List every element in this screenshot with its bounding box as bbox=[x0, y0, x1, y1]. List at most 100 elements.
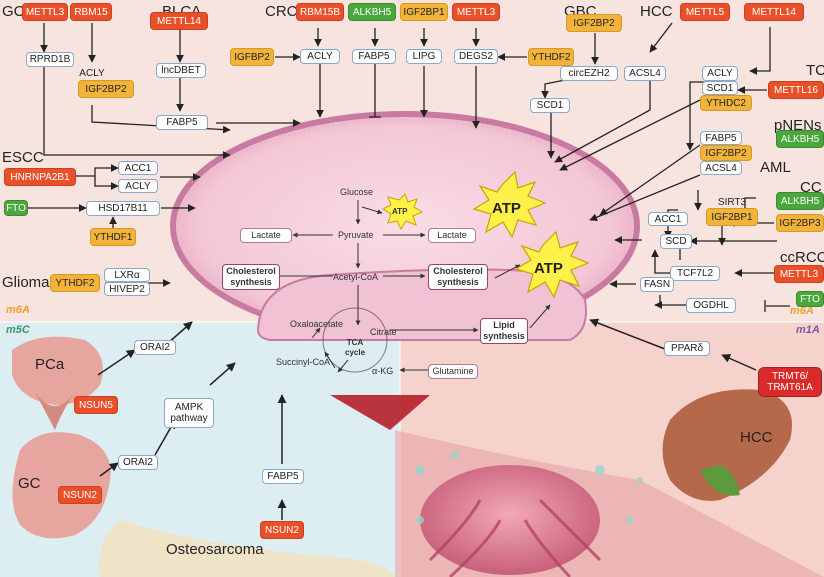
reg-fto-aml: FTO bbox=[796, 291, 824, 307]
target-scd: SCD bbox=[660, 234, 692, 249]
liver-icon bbox=[662, 389, 792, 501]
target-acsl4-hcc: ACSL4 bbox=[624, 66, 666, 81]
atp-burst-small bbox=[381, 193, 424, 231]
target-fabp5-blca: FABP5 bbox=[156, 115, 208, 130]
region-escc: ESCC bbox=[2, 149, 44, 166]
target-scd1-tc: SCD1 bbox=[702, 81, 738, 95]
reg-igf2bp2-gbc: IGF2BP2 bbox=[566, 14, 622, 32]
region-gc-stomach: GC bbox=[18, 475, 41, 492]
reg-mettl5: METTL5 bbox=[680, 3, 730, 21]
reg-trmt6-trmt61a: TRMT6/ TRMT61A bbox=[758, 367, 822, 397]
oxaloacetate: Oxaloacetate bbox=[290, 319, 344, 329]
reg-igf2bp2-gc: IGF2BP2 bbox=[78, 80, 134, 98]
reg-hnrnpa2b1: HNRNPA2B1 bbox=[4, 168, 76, 186]
region-osteosarcoma: Osteosarcoma bbox=[166, 541, 264, 558]
pyruvate: Pyruvate bbox=[338, 230, 374, 240]
reg-mettl3-ccrcc: METTL3 bbox=[774, 265, 824, 283]
region-pca: PCa bbox=[35, 356, 65, 373]
atp-small: ATP bbox=[392, 207, 408, 216]
reg-nsun2-gc: NSUN2 bbox=[58, 486, 102, 504]
acetyl-coa: Acetyl-CoA bbox=[333, 272, 379, 282]
target-acc1-cc: ACC1 bbox=[648, 212, 688, 226]
reg-igf2bp1-cc: IGF2BP1 bbox=[706, 208, 758, 226]
target-lxra: LXRα bbox=[104, 268, 150, 282]
target-acly-escc: ACLY bbox=[118, 179, 158, 193]
region-ccrcc: ccRCC bbox=[780, 249, 824, 266]
reg-alkbh5-crc: ALKBH5 bbox=[348, 3, 396, 21]
atp-burst-2 bbox=[514, 230, 590, 299]
target-circezh2: circEZH2 bbox=[560, 66, 618, 81]
target-lncdbet: lncDBET bbox=[156, 63, 206, 78]
region-crc: CRC bbox=[265, 3, 298, 20]
reg-igf2bp3: IGF2BP3 bbox=[776, 214, 824, 232]
reg-alkbh5-pnens: ALKBH5 bbox=[776, 130, 824, 148]
reg-igf2bp1-crc: IGF2BP1 bbox=[400, 3, 448, 21]
reg-ythdf2-glioma: YTHDF2 bbox=[50, 274, 100, 292]
target-degs2: DEGS2 bbox=[454, 49, 498, 64]
citrate: Citrate bbox=[370, 327, 397, 337]
target-tcf7l2: TCF7L2 bbox=[670, 266, 720, 281]
atp-burst-1 bbox=[472, 170, 547, 239]
region-aml: AML bbox=[760, 159, 791, 176]
atp-big-2: ATP bbox=[534, 260, 563, 277]
region-pnens: pNENs bbox=[774, 117, 822, 134]
tag-m6a-left: m6A bbox=[6, 304, 30, 316]
region-hcc-liver: HCC bbox=[740, 429, 773, 446]
reg-mettl14-blca: METTL14 bbox=[150, 12, 208, 30]
region-cc: CC bbox=[800, 179, 822, 196]
target-acc1-escc: ACC1 bbox=[118, 161, 158, 175]
target-fabp5-os: FABP5 bbox=[262, 469, 304, 484]
reg-igf2bp2-pnens: IGF2BP2 bbox=[700, 145, 752, 161]
reg-nsun2-os: NSUN2 bbox=[260, 521, 304, 539]
target-lipg: LIPG bbox=[406, 49, 442, 64]
target-orai2-pca: ORAI2 bbox=[134, 340, 176, 355]
glutamine: Glutamine bbox=[428, 364, 478, 379]
region-tc: TC bbox=[806, 62, 824, 79]
lactate-right: Lactate bbox=[428, 228, 476, 243]
bone-icon bbox=[99, 520, 396, 577]
target-acly-crc: ACLY bbox=[300, 49, 340, 64]
region-gc: GC bbox=[2, 3, 25, 20]
reg-ythdc2: YTHDC2 bbox=[700, 95, 752, 111]
target-scd1-gbc: SCD1 bbox=[530, 98, 570, 113]
tag-m6a-right: m6A bbox=[790, 305, 814, 317]
lipid-synthesis: Lipid synthesis bbox=[480, 318, 528, 344]
lactate-left: Lactate bbox=[240, 228, 292, 243]
tca-cycle: TCA cycle bbox=[345, 338, 366, 357]
tumor-icon bbox=[420, 465, 600, 575]
reg-rbm15: RBM15 bbox=[70, 3, 112, 21]
cholesterol-left: Cholesterol synthesis bbox=[222, 264, 280, 290]
stomach-icon bbox=[12, 432, 111, 539]
region-hcc-top: HCC bbox=[640, 3, 673, 20]
target-sirt3: SIRT3 bbox=[717, 196, 747, 208]
target-orai2-gc: ORAI2 bbox=[118, 455, 158, 470]
alpha-kg: α-KG bbox=[372, 366, 394, 376]
prostate-icon bbox=[12, 336, 103, 405]
target-fasn: FASN bbox=[640, 277, 674, 292]
target-fabp5-pnens: FABP5 bbox=[700, 131, 742, 145]
reg-mettl3-crc: METTL3 bbox=[452, 3, 500, 21]
target-acsl4-aml: ACSL4 bbox=[700, 161, 742, 175]
cholesterol-right: Cholesterol synthesis bbox=[428, 264, 488, 290]
target-ppard: PPARδ bbox=[664, 341, 710, 356]
zoom-wedge bbox=[330, 395, 430, 430]
reg-ythdf1: YTHDF1 bbox=[90, 228, 136, 246]
tag-m5c: m5C bbox=[6, 324, 30, 336]
glucose: Glucose bbox=[340, 187, 374, 197]
reg-igfbp2: IGFBP2 bbox=[230, 48, 274, 66]
reg-fto-escc: FTO bbox=[4, 200, 28, 216]
reg-ythdf2-gbc: YTHDF2 bbox=[528, 48, 574, 66]
succinyl-coa: Succinyl-CoA bbox=[276, 357, 331, 367]
reg-alkbh5-cc: ALKBH5 bbox=[776, 192, 824, 210]
reg-mettl16: METTL16 bbox=[768, 81, 824, 99]
reg-nsun5: NSUN5 bbox=[74, 396, 118, 414]
target-ogdhl: OGDHL bbox=[686, 298, 736, 313]
reg-rbm15b: RBM15B bbox=[296, 3, 344, 21]
atp-big-1: ATP bbox=[492, 200, 521, 217]
target-rprd1b: RPRD1B bbox=[26, 52, 74, 67]
reg-mettl14-hcc: METTL14 bbox=[744, 3, 804, 21]
target-acly-gc: ACLY bbox=[79, 68, 105, 79]
target-acly-hcc: ACLY bbox=[702, 66, 738, 81]
target-fabp5-crc: FABP5 bbox=[352, 49, 396, 64]
